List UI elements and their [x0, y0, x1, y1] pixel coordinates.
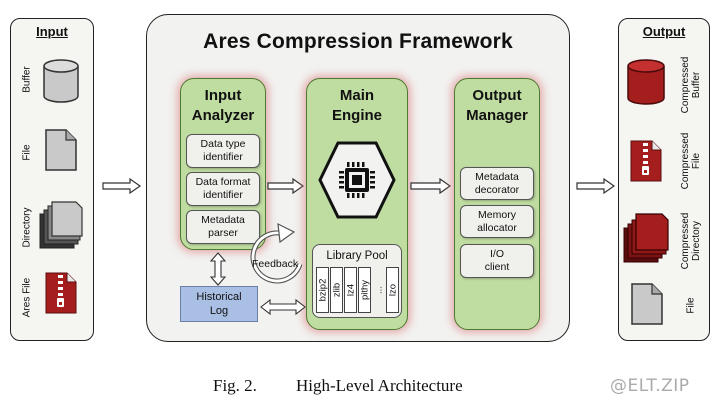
output-label-directory-line2: Directory: [691, 221, 702, 262]
lib-item-lzo-label: lzo: [387, 283, 398, 297]
lib-item-ellipsis-label: ...: [373, 286, 384, 294]
lib-item-pithy-label: pithy: [359, 279, 370, 301]
memory-allocator-line2: allocator: [477, 221, 517, 234]
input-analyzer-title-line2: Analyzer: [191, 107, 255, 124]
library-pool-title: Library Pool: [326, 250, 388, 262]
figure-caption: High-Level Architecture: [296, 376, 463, 395]
arrow-analyzer-log: [210, 252, 226, 286]
memory-allocator-line1: Memory: [478, 208, 516, 221]
lib-item-lz4: lz4: [344, 267, 357, 313]
feedback-label: Feedback: [252, 258, 299, 270]
lib-item-lzo: lzo: [386, 267, 399, 313]
directory-icon: [39, 201, 83, 249]
output-manager-title-line1: Output: [472, 87, 522, 104]
output-manager-title-line2: Manager: [466, 107, 528, 124]
data-type-identifier: Data type identifier: [186, 134, 260, 168]
lib-item-pithy: pithy: [358, 267, 371, 313]
lib-item-ellipsis: ...: [372, 267, 385, 313]
lib-item-bzip2-label: bzip2: [317, 278, 328, 302]
historical-log-line1: Historical: [196, 291, 242, 303]
input-title: Input: [36, 24, 68, 39]
compressed-zip-file-icon: [630, 140, 662, 182]
output-label-buffer: Compressed Buffer: [680, 50, 702, 120]
compressed-cylinder-icon: [627, 59, 665, 105]
output-label-buffer-line2: Buffer: [691, 71, 702, 99]
lib-item-zlib: zlib: [330, 267, 343, 313]
metadata-decorator-line2: decorator: [474, 183, 520, 196]
output-label-directory: Compressed Directory: [680, 206, 702, 276]
metadata-parser-line1: Metadata: [201, 214, 245, 226]
plain-file-icon: [631, 283, 663, 325]
lib-item-lz4-label: lz4: [345, 283, 356, 297]
arrow-analyzer-to-engine: [267, 178, 305, 194]
metadata-decorator-line1: Metadata: [475, 170, 519, 183]
metadata-decorator: Metadata decorator: [460, 167, 534, 200]
input-analyzer-title-line1: Input: [204, 87, 242, 104]
compressed-directory-icon: [623, 213, 669, 263]
output-label-plain-file-line1: File: [685, 297, 697, 314]
chip-icon: [318, 141, 396, 219]
output-title: Output: [642, 24, 686, 39]
arrow-framework-to-output: [576, 178, 616, 194]
output-label-file: Compressed File: [680, 126, 702, 196]
memory-allocator: Memory allocator: [460, 205, 534, 238]
cylinder-icon: [43, 59, 79, 103]
lib-item-bzip2: bzip2: [316, 267, 329, 313]
framework-title: Ares Compression Framework: [203, 30, 513, 53]
output-label-buffer-line1: Compressed: [680, 56, 691, 114]
historical-log-line2: Log: [209, 305, 229, 317]
output-manager-box: [454, 78, 540, 330]
arrow-log-engine: [260, 299, 306, 315]
arrow-engine-to-output-manager: [410, 178, 452, 194]
io-client: I/O client: [460, 244, 534, 278]
lib-item-zlib-label: zlib: [331, 282, 342, 298]
data-type-identifier-line2: identifier: [203, 151, 243, 163]
metadata-parser: Metadata parser: [186, 210, 260, 244]
arrow-input-to-framework: [102, 178, 142, 194]
input-label-directory: Directory: [21, 207, 33, 248]
historical-log: Historical Log: [180, 286, 258, 322]
feedback-loop-arrow: [250, 222, 303, 284]
output-label-plain-file: File: [686, 276, 697, 336]
io-client-line1: I/O: [489, 248, 504, 260]
io-client-line2: client: [484, 261, 510, 273]
main-engine-title-line1: Main: [339, 87, 375, 104]
output-label-file-line1: Compressed: [680, 132, 691, 190]
input-label-ares-file: Ares File: [21, 277, 33, 318]
input-label-buffer: Buffer: [21, 66, 33, 93]
data-format-identifier: Data format identifier: [186, 172, 260, 206]
figure-number: Fig. 2.: [213, 376, 257, 395]
zip-file-icon: [45, 272, 77, 314]
output-label-directory-line1: Compressed: [680, 212, 691, 270]
data-format-identifier-line1: Data format: [195, 176, 251, 188]
watermark: @ELT.ZIP: [610, 376, 690, 396]
file-icon: [45, 129, 77, 171]
data-format-identifier-line2: identifier: [203, 189, 243, 201]
data-type-identifier-line1: Data type: [200, 138, 246, 150]
output-label-file-line2: File: [691, 152, 702, 170]
main-engine-title-line2: Engine: [331, 107, 382, 124]
input-label-file: File: [21, 144, 33, 161]
metadata-parser-line2: parser: [208, 227, 238, 239]
